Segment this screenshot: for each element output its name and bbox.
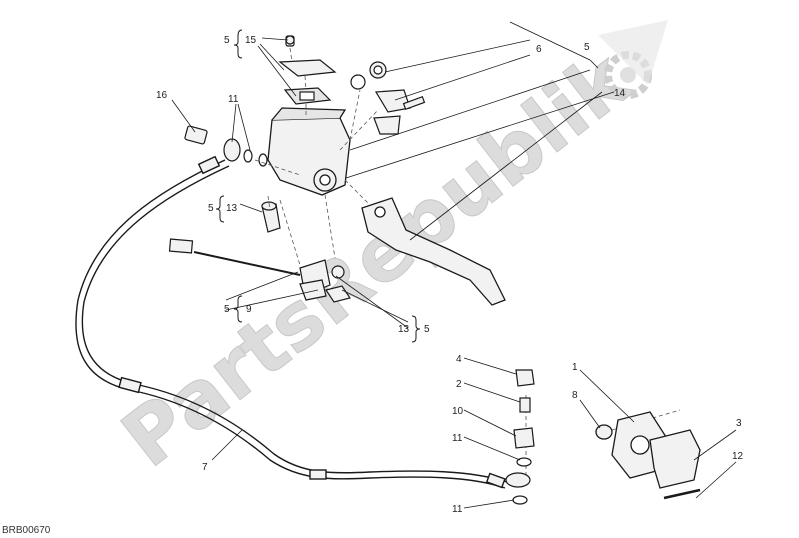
label-2: 2 (456, 379, 462, 390)
slave-cylinder (595, 411, 701, 500)
reservoir-cap (278, 35, 337, 105)
label-11-top: 11 (228, 94, 239, 105)
clamp (350, 61, 426, 135)
clutch-switch (168, 238, 351, 303)
watermark-text: PartsRepublik (106, 34, 648, 485)
label-3: 3 (736, 418, 742, 429)
label-5-low: 5 (224, 304, 230, 315)
label-15: 15 (245, 35, 257, 46)
label-5-right: 5 (584, 42, 590, 53)
banjo-bolt (184, 125, 268, 167)
braces (215, 29, 421, 343)
label-8: 8 (572, 390, 578, 401)
label-7: 7 (202, 462, 208, 473)
label-9: 9 (246, 304, 252, 315)
label-13-right: 13 (398, 324, 410, 335)
part-labels: 5 15 5 6 14 16 11 5 13 5 9 13 5 7 4 2 10… (156, 35, 744, 515)
pivot-bolt (261, 201, 281, 233)
leader-lines (171, 21, 737, 509)
label-10: 10 (452, 406, 464, 417)
label-12: 12 (732, 451, 744, 462)
bleed-valve-stack (505, 369, 535, 505)
clutch-lever (361, 197, 506, 306)
label-11-low: 11 (452, 504, 463, 515)
clutch-hose (75, 155, 508, 489)
label-5-mid: 5 (208, 203, 214, 214)
label-5-top: 5 (224, 35, 230, 46)
label-1: 1 (572, 362, 578, 373)
label-14: 14 (614, 88, 626, 99)
label-6: 6 (536, 44, 542, 55)
label-5-bolt: 5 (424, 324, 430, 335)
master-cylinder (267, 107, 351, 196)
gear-logo-icon (598, 20, 668, 99)
diagram-code: BRB00670 (2, 525, 51, 536)
label-13-left: 13 (226, 203, 238, 214)
label-11-mid: 11 (452, 433, 463, 444)
label-16: 16 (156, 90, 168, 101)
label-4: 4 (456, 354, 462, 365)
